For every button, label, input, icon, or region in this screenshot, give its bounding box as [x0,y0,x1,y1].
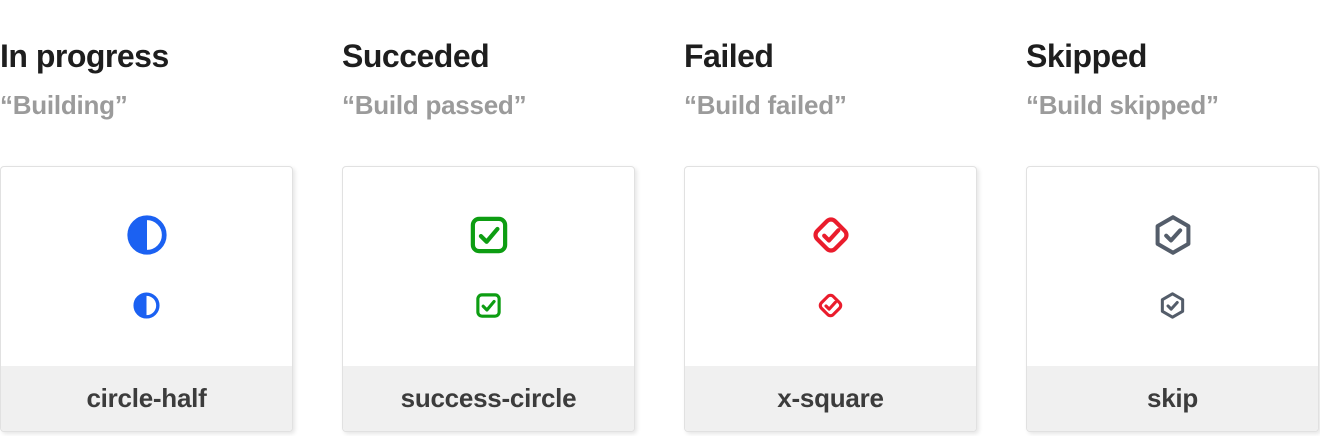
state-column-failed: Failed “Build failed” x-square [684,0,977,432]
icon-preview-area [685,167,976,366]
icon-name-footer: x-square [685,365,976,431]
half-circle-icon-small [133,292,160,319]
state-title: Skipped [1026,38,1147,74]
check-diamond-icon-small [818,293,843,317]
check-square-icon-small [476,292,501,318]
state-column-in-progress: In progress “Building” circle-half [0,0,293,432]
icon-name-label: circle-half [86,382,207,413]
state-column-skipped: Skipped “Build skipped” skip [1026,0,1319,432]
check-square-icon-large [470,216,507,253]
icon-card: circle-half [0,165,293,432]
icon-name-label: success-circle [400,382,577,413]
icon-name-footer: skip [1027,365,1318,431]
icon-name-footer: circle-half [1,365,292,431]
icon-name-label: x-square [777,382,884,413]
state-quote: “Build passed” [342,90,527,120]
state-title: Failed [684,38,774,74]
state-quote: “Building” [0,90,128,120]
icon-card: skip [1026,165,1319,432]
state-column-succeded: Succeded “Build passed” success-circle [342,0,635,432]
icon-card: success-circle [342,165,635,432]
state-quote: “Build failed” [684,90,847,120]
state-title: Succeded [342,38,490,74]
icon-name-label: skip [1146,382,1199,413]
icon-preview-area [1027,167,1318,366]
check-diamond-icon-large [812,217,849,253]
state-title: In progress [0,38,169,74]
icon-preview-area [1,167,292,366]
state-quote: “Build skipped” [1026,90,1219,120]
icon-name-footer: success-circle [343,365,634,431]
check-hexagon-icon-large [1155,214,1190,255]
check-hexagon-icon-small [1160,291,1185,319]
half-circle-icon-large [126,214,167,255]
icon-preview-area [343,167,634,366]
icon-card: x-square [684,165,977,432]
